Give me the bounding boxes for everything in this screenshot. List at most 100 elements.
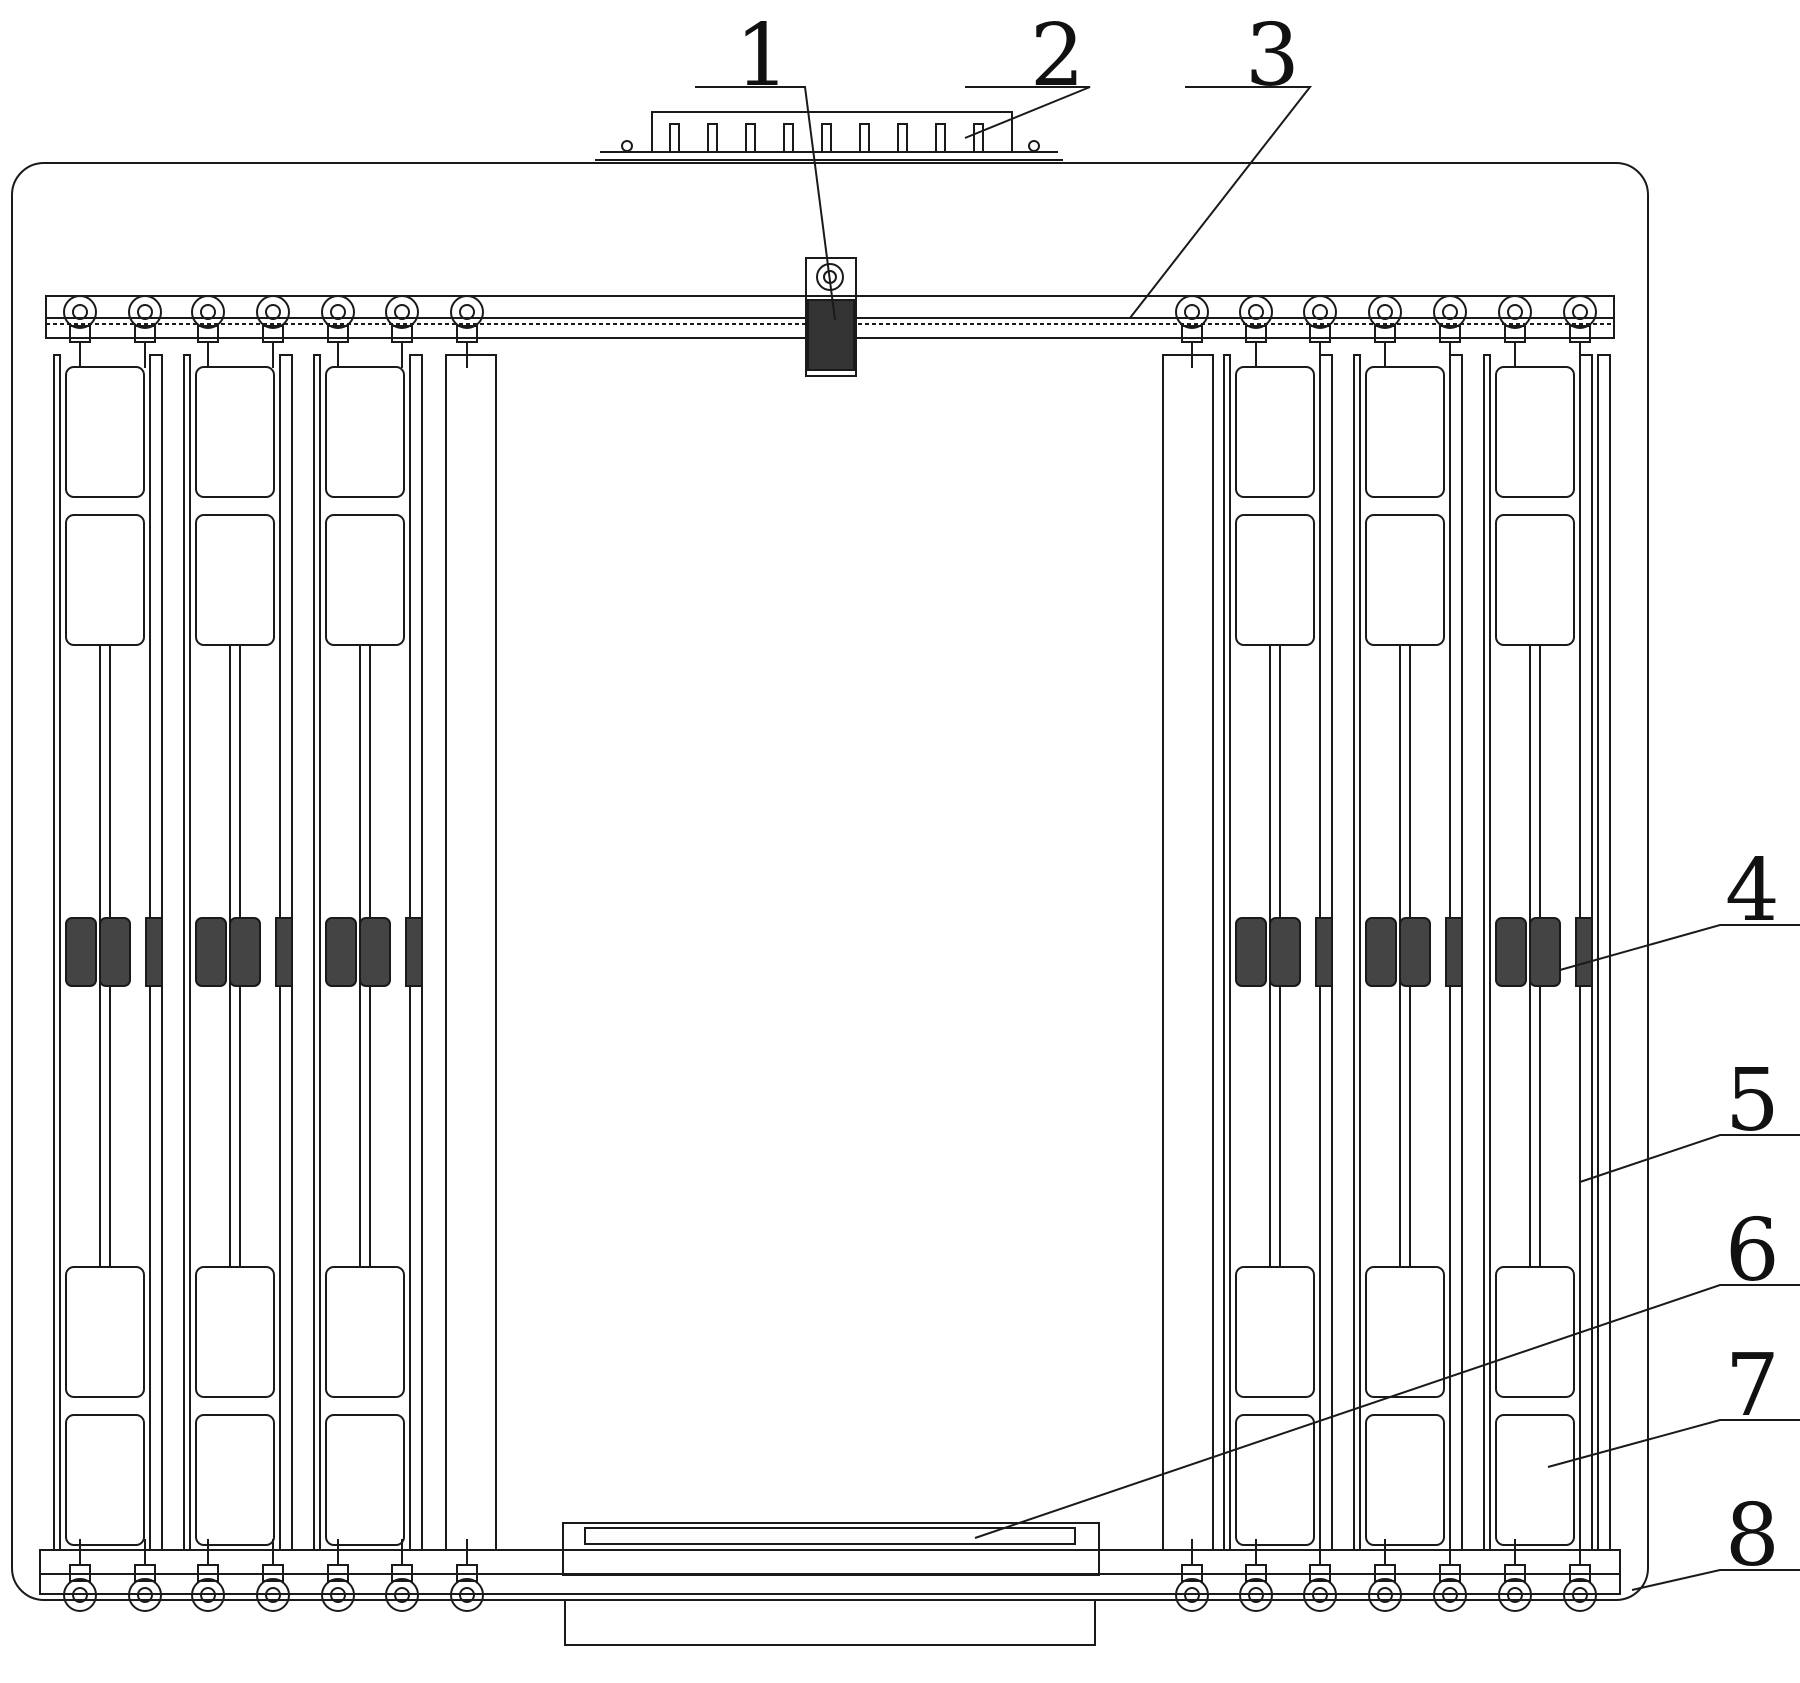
housing-frame: [11, 162, 1649, 1601]
folding-panel: [53, 354, 163, 1551]
rail-roller: [63, 295, 97, 368]
hinge: [1529, 917, 1561, 987]
leader-line: [1547, 1419, 1800, 1468]
handle-slot: [935, 123, 946, 153]
rail-roller: [450, 1539, 484, 1612]
panel-block: [325, 1414, 405, 1546]
hinge: [359, 917, 391, 987]
hinge: [229, 917, 261, 987]
rail-roller: [1368, 1539, 1402, 1612]
panel-block: [65, 366, 145, 498]
hinge: [195, 917, 227, 987]
rail-roller: [63, 1539, 97, 1612]
hinge: [1235, 917, 1267, 987]
panel-block: [65, 1266, 145, 1398]
rail-roller: [256, 295, 290, 368]
rail-roller: [1303, 1539, 1337, 1612]
label-6: 3: [1245, 6, 1300, 106]
panel-block: [1495, 514, 1575, 646]
folding-panel: [313, 354, 423, 1551]
rail-roller: [1498, 1539, 1532, 1612]
rail-roller: [450, 295, 484, 368]
rail-roller: [1175, 295, 1209, 368]
rail-roller: [385, 1539, 419, 1612]
hinge: [1315, 917, 1333, 987]
panel-block: [1365, 1266, 1445, 1398]
panel-block: [1495, 366, 1575, 498]
label-4: 5: [1725, 1051, 1780, 1151]
rail-roller: [1433, 295, 1467, 368]
handle-slot: [783, 123, 794, 153]
panel-block: [65, 514, 145, 646]
panel-block: [195, 1414, 275, 1546]
hinge: [1495, 917, 1527, 987]
base-foot: [564, 1599, 1096, 1646]
label-2: 7: [1725, 1336, 1780, 1436]
handle-screw-left: [621, 140, 633, 152]
rail-roller: [128, 1539, 162, 1612]
bottom-tray: [562, 1522, 1100, 1576]
hinge: [1269, 917, 1301, 987]
leader-line: [1579, 1134, 1800, 1183]
leader-lines: [695, 86, 1800, 1591]
panel-stack-right: [1162, 295, 1611, 1612]
end-panel-left: [445, 354, 497, 1551]
handle-slots: [669, 123, 984, 153]
handle-slot: [821, 123, 832, 153]
panel-block: [195, 1266, 275, 1398]
rail-roller: [191, 295, 225, 368]
label-1: 8: [1725, 1486, 1780, 1586]
rail-roller: [321, 1539, 355, 1612]
leader-line: [974, 1284, 1800, 1539]
handle-slot: [707, 123, 718, 153]
label-7: 2: [1030, 6, 1085, 106]
panel-block: [1235, 1414, 1315, 1546]
drive-gear-assembly: [805, 257, 857, 377]
hinge: [405, 917, 423, 987]
rail-roller: [1433, 1539, 1467, 1612]
panel-block: [1365, 514, 1445, 646]
right-side-bar: [1597, 354, 1611, 1551]
rail-roller: [191, 1539, 225, 1612]
hinge: [65, 917, 97, 987]
hinge: [325, 917, 357, 987]
handle-slot: [745, 123, 756, 153]
rail-roller: [128, 295, 162, 368]
hinge: [1399, 917, 1431, 987]
panel-block: [1235, 514, 1315, 646]
handle-screw-right: [1028, 140, 1040, 152]
panel-block: [65, 1414, 145, 1546]
rail-roller: [1368, 295, 1402, 368]
rail-roller: [1498, 295, 1532, 368]
rail-roller: [385, 295, 419, 368]
hinge: [99, 917, 131, 987]
hinge: [1365, 917, 1397, 987]
rail-roller: [1175, 1539, 1209, 1612]
end-panel-right: [1162, 354, 1214, 1551]
rail-roller: [1303, 295, 1337, 368]
rail-roller: [256, 1539, 290, 1612]
panel-block: [1235, 1266, 1315, 1398]
leader-line: [1129, 86, 1313, 319]
hinge: [145, 917, 163, 987]
hinge: [1575, 917, 1593, 987]
hinge: [275, 917, 293, 987]
handle-slot: [669, 123, 680, 153]
handle-slot: [859, 123, 870, 153]
rail-roller: [1563, 1539, 1597, 1612]
folding-panel: [1223, 354, 1333, 1551]
leader-line: [695, 86, 836, 321]
folding-panel: [1483, 354, 1593, 1551]
panel-block: [195, 366, 275, 498]
leader-line: [1559, 924, 1800, 971]
label-3: 6: [1725, 1201, 1780, 1301]
panel-block: [1365, 366, 1445, 498]
rail-roller: [321, 295, 355, 368]
leader-line: [1631, 1569, 1800, 1591]
panel-block: [1495, 1266, 1575, 1398]
folding-panel: [1353, 354, 1463, 1551]
panel-block: [325, 1266, 405, 1398]
panel-block: [1235, 366, 1315, 498]
panel-block: [1495, 1414, 1575, 1546]
panel-block: [325, 514, 405, 646]
